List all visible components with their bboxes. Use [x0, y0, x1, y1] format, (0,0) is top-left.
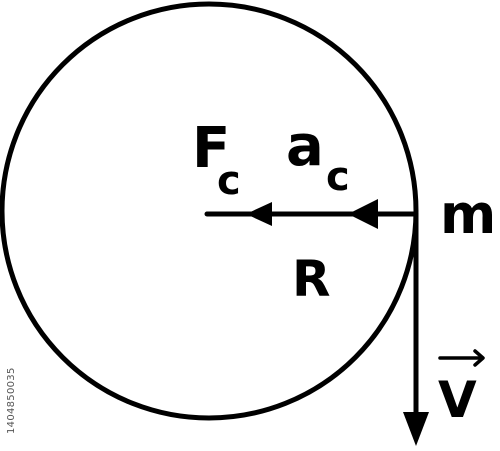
radius-label: R: [292, 250, 331, 308]
mass-label: m: [440, 183, 496, 246]
acceleration-label: a: [286, 114, 324, 179]
vector-arrow-icon-head: [473, 349, 485, 367]
force-arrowhead: [246, 202, 272, 226]
velocity-arrowhead: [403, 412, 429, 446]
stock-id-watermark: 1404850035: [6, 367, 17, 434]
acceleration-arrowhead: [348, 199, 378, 229]
acceleration-subscript: c: [326, 154, 350, 200]
circular-path: [0, 1, 419, 421]
velocity-label: V: [438, 371, 477, 429]
force-label: F: [192, 116, 230, 181]
force-subscript: c: [217, 158, 241, 204]
